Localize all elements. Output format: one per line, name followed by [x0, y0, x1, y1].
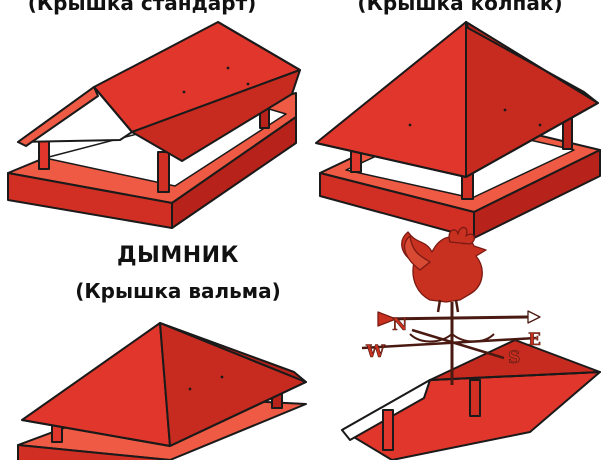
chimney-cap-kolpak-icon: [316, 22, 600, 238]
vane-letter-south: S: [508, 348, 520, 368]
chimney-cap-standard-icon: [8, 22, 300, 228]
vane-letter-east: E: [528, 330, 541, 350]
vane-letter-west: W: [365, 342, 386, 362]
vane-letter-north: N: [392, 315, 408, 335]
chimney-cap-valma-icon: [18, 323, 306, 460]
